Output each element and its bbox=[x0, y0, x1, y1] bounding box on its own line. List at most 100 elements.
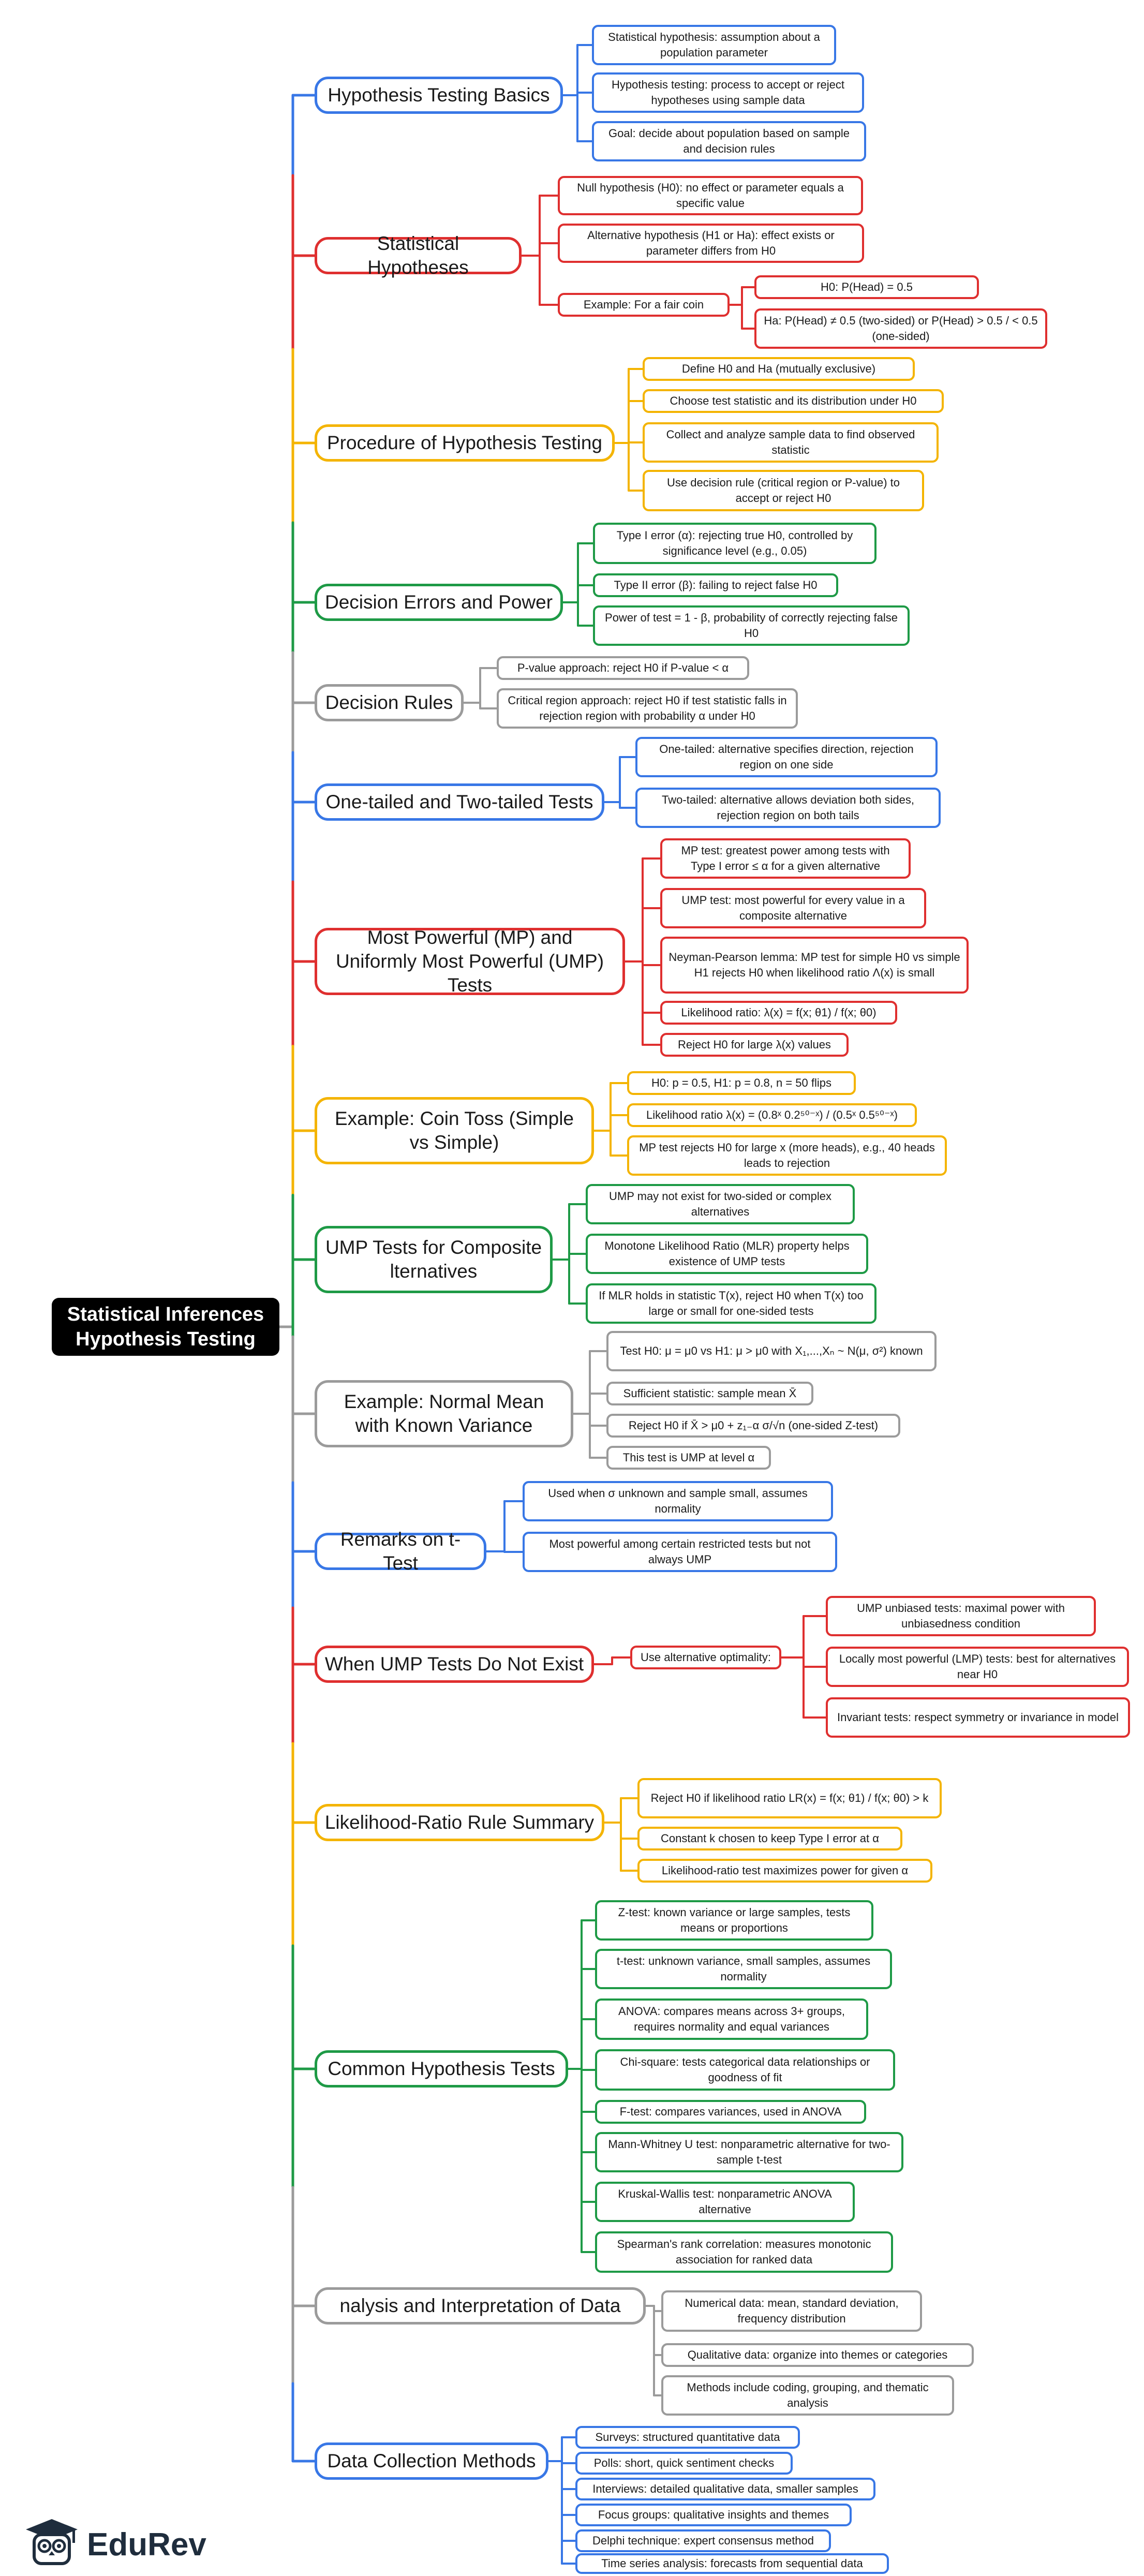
branch-1-leaf-1-label: Alternative hypothesis (H1 or Ha): effec… bbox=[587, 229, 835, 257]
branch-6-leaf-0-label: MP test: greatest power among tests with… bbox=[681, 844, 890, 872]
branch-13-leaf-2: ANOVA: compares means across 3+ groups, … bbox=[595, 1998, 868, 2040]
branch-14-leaf-2: Methods include coding, grouping, and th… bbox=[661, 2375, 954, 2416]
branch-6-leaf-1: UMP test: most powerful for every value … bbox=[660, 888, 926, 928]
branch-15: Data Collection Methods bbox=[315, 2442, 548, 2480]
branch-2-leaf-2: Collect and analyze sample data to find … bbox=[643, 422, 939, 463]
branch-13-leaf-6-label: Kruskal-Wallis test: nonparametric ANOVA… bbox=[618, 2187, 832, 2216]
branch-9-leaf-3: This test is UMP at level α bbox=[606, 1446, 771, 1470]
branch-9-leaf-2: Reject H0 if X̄ > μ0 + z₁₋α σ/√n (one-si… bbox=[606, 1414, 900, 1438]
branch-1-label: Statistical Hypotheses bbox=[367, 233, 469, 278]
branch-15-label: Data Collection Methods bbox=[327, 2450, 536, 2471]
branch-4-leaf-1-label: Critical region approach: reject H0 if t… bbox=[508, 694, 787, 722]
branch-1-leaf-0-label: Null hypothesis (H0): no effect or param… bbox=[577, 181, 844, 210]
branch-14-leaf-0-label: Numerical data: mean, standard deviation… bbox=[685, 2297, 899, 2325]
branch-8-leaf-0-label: UMP may not exist for two-sided or compl… bbox=[609, 1190, 831, 1218]
branch-6-leaf-1-label: UMP test: most powerful for every value … bbox=[681, 894, 905, 922]
branch-11-leaf-0: Use alternative optimality: bbox=[630, 1646, 781, 1669]
branch-6-leaf-2-label: Neyman-Pearson lemma: MP test for simple… bbox=[668, 951, 960, 979]
branch-2-leaf-3: Use decision rule (critical region or P-… bbox=[643, 470, 924, 511]
branch-10-leaf-0-label: Used when σ unknown and sample small, as… bbox=[548, 1487, 808, 1515]
branch-2-leaf-1: Choose test statistic and its distributi… bbox=[643, 389, 944, 413]
branch-5-leaf-1-label: Two-tailed: alternative allows deviation… bbox=[662, 793, 914, 822]
branch-13-leaf-5: Mann-Whitney U test: nonparametric alter… bbox=[595, 2132, 903, 2172]
branch-9-leaf-1: Sufficient statistic: sample mean X̄ bbox=[606, 1382, 813, 1405]
branch-6-leaf-3: Likelihood ratio: λ(x) = f(x; θ1) / f(x;… bbox=[660, 1001, 897, 1025]
branch-11-leaf-0-sub-0: UMP unbiased tests: maximal power with u… bbox=[826, 1596, 1096, 1636]
branch-12-leaf-0: Reject H0 if likelihood ratio LR(x) = f(… bbox=[637, 1778, 942, 1818]
branch-3-leaf-2-label: Power of test = 1 - β, probability of co… bbox=[605, 611, 898, 640]
branch-8: UMP Tests for Composite lternatives bbox=[315, 1226, 553, 1293]
branch-2-leaf-2-label: Collect and analyze sample data to find … bbox=[666, 428, 915, 456]
branch-11: When UMP Tests Do Not Exist bbox=[315, 1646, 594, 1683]
branch-11-leaf-0-sub-1-label: Locally most powerful (LMP) tests: best … bbox=[839, 1652, 1116, 1681]
branch-0-label: Hypothesis Testing Basics bbox=[328, 84, 550, 106]
branch-3-leaf-1-label: Type II error (β): failing to reject fal… bbox=[614, 579, 818, 591]
branch-15-leaf-0: Surveys: structured quantitative data bbox=[575, 2426, 800, 2449]
branch-0-leaf-2-label: Goal: decide about population based on s… bbox=[608, 127, 850, 155]
branch-9-leaf-1-label: Sufficient statistic: sample mean X̄ bbox=[623, 1387, 797, 1400]
branch-7: Example: Coin Toss (Simple vs Simple) bbox=[315, 1097, 594, 1164]
branch-13-label: Common Hypothesis Tests bbox=[328, 2058, 555, 2079]
branch-4: Decision Rules bbox=[315, 684, 464, 721]
branch-0-leaf-0-label: Statistical hypothesis: assumption about… bbox=[608, 31, 820, 59]
branch-12-leaf-2-label: Likelihood-ratio test maximizes power fo… bbox=[661, 1864, 909, 1877]
branch-12-leaf-2: Likelihood-ratio test maximizes power fo… bbox=[637, 1859, 932, 1883]
branch-10-leaf-1-label: Most powerful among certain restricted t… bbox=[549, 1537, 811, 1566]
branch-8-leaf-2: If MLR holds in statistic T(x), reject H… bbox=[586, 1283, 876, 1324]
branch-15-leaf-5: Time series analysis: forecasts from seq… bbox=[575, 2553, 889, 2574]
branch-15-leaf-4-label: Delphi technique: expert consensus metho… bbox=[592, 2534, 814, 2547]
brand-name: EduRev bbox=[87, 2527, 206, 2563]
branch-1-leaf-2-sub-0-label: H0: P(Head) = 0.5 bbox=[821, 280, 913, 293]
branch-8-leaf-0: UMP may not exist for two-sided or compl… bbox=[586, 1184, 855, 1224]
branch-15-leaf-1-label: Polls: short, quick sentiment checks bbox=[593, 2456, 775, 2469]
graduation-cap-owl-icon bbox=[26, 2519, 78, 2565]
branch-1-leaf-1: Alternative hypothesis (H1 or Ha): effec… bbox=[558, 224, 864, 263]
branch-6-leaf-4: Reject H0 for large λ(x) values bbox=[660, 1033, 849, 1057]
branch-15-leaf-2-label: Interviews: detailed qualitative data, s… bbox=[592, 2482, 858, 2495]
branch-8-leaf-1: Monotone Likelihood Ratio (MLR) property… bbox=[586, 1234, 868, 1274]
branch-15-leaf-3: Focus groups: qualitative insights and t… bbox=[575, 2504, 852, 2526]
branch-1-leaf-2-sub-1: Ha: P(Head) ≠ 0.5 (two-sided) or P(Head)… bbox=[754, 308, 1047, 349]
branch-7-leaf-2-label: MP test rejects H0 for large x (more hea… bbox=[639, 1141, 935, 1169]
branch-15-leaf-2: Interviews: detailed qualitative data, s… bbox=[575, 2478, 875, 2500]
branch-9-leaf-2-label: Reject H0 if X̄ > μ0 + z₁₋α σ/√n (one-si… bbox=[628, 1419, 879, 1432]
branch-1-leaf-2-label: Example: For a fair coin bbox=[583, 298, 704, 311]
branch-2-label: Procedure of Hypothesis Testing bbox=[326, 432, 602, 453]
branch-8-leaf-2-label: If MLR holds in statistic T(x), reject H… bbox=[599, 1289, 864, 1317]
branch-12-leaf-0-label: Reject H0 if likelihood ratio LR(x) = f(… bbox=[650, 1792, 929, 1804]
branch-0-leaf-2: Goal: decide about population based on s… bbox=[592, 121, 866, 161]
branch-15-leaf-1: Polls: short, quick sentiment checks bbox=[575, 2452, 793, 2475]
branch-14: nalysis and Interpretation of Data bbox=[315, 2287, 646, 2325]
branch-7-leaf-1-label: Likelihood ratio λ(x) = (0.8ˣ 0.2⁵⁰⁻ˣ) /… bbox=[646, 1108, 898, 1121]
branch-13-leaf-1-label: t-test: unknown variance, small samples,… bbox=[616, 1955, 871, 1983]
root-topic: Statistical Inferences Hypothesis Testin… bbox=[52, 1298, 279, 1356]
branch-5-leaf-1: Two-tailed: alternative allows deviation… bbox=[635, 788, 941, 828]
branch-10-leaf-1: Most powerful among certain restricted t… bbox=[523, 1532, 837, 1572]
branch-2-leaf-0: Define H0 and Ha (mutually exclusive) bbox=[643, 357, 915, 381]
branch-1-leaf-2-sub-0: H0: P(Head) = 0.5 bbox=[754, 275, 979, 299]
branch-13-leaf-0-label: Z-test: known variance or large samples,… bbox=[618, 1906, 851, 1934]
branch-2-leaf-0-label: Define H0 and Ha (mutually exclusive) bbox=[681, 362, 876, 375]
branch-2-leaf-3-label: Use decision rule (critical region or P-… bbox=[667, 476, 900, 505]
branch-9-leaf-0-label: Test H0: μ = μ0 vs H1: μ > μ0 with X₁,..… bbox=[620, 1344, 923, 1357]
branch-11-leaf-0-sub-0-label: UMP unbiased tests: maximal power with u… bbox=[857, 1602, 1065, 1630]
branch-14-leaf-2-label: Methods include coding, grouping, and th… bbox=[687, 2381, 929, 2409]
branch-14-label: nalysis and Interpretation of Data bbox=[339, 2295, 621, 2316]
branch-5: One-tailed and Two-tailed Tests bbox=[315, 783, 604, 821]
branch-7-leaf-0-label: H0: p = 0.5, H1: p = 0.8, n = 50 flips bbox=[651, 1076, 831, 1089]
branch-11-leaf-0-sub-2: Invariant tests: respect symmetry or inv… bbox=[826, 1697, 1130, 1738]
branch-3-leaf-2: Power of test = 1 - β, probability of co… bbox=[593, 605, 910, 646]
branch-6-leaf-2: Neyman-Pearson lemma: MP test for simple… bbox=[660, 937, 969, 994]
branch-6-leaf-3-label: Likelihood ratio: λ(x) = f(x; θ1) / f(x;… bbox=[681, 1006, 876, 1019]
branch-9-leaf-3-label: This test is UMP at level α bbox=[622, 1451, 755, 1464]
branch-12-leaf-1: Constant k chosen to keep Type I error a… bbox=[637, 1827, 902, 1850]
branch-6: Most Powerful (MP) and Uniformly Most Po… bbox=[315, 927, 625, 996]
branch-13-leaf-0: Z-test: known variance or large samples,… bbox=[595, 1900, 873, 1941]
branch-1-leaf-0: Null hypothesis (H0): no effect or param… bbox=[558, 176, 863, 215]
branch-9-leaf-0: Test H0: μ = μ0 vs H1: μ > μ0 with X₁,..… bbox=[606, 1331, 937, 1371]
branch-0-leaf-1-label: Hypothesis testing: process to accept or… bbox=[612, 78, 844, 107]
branch-10: Remarks on t-Test bbox=[315, 1529, 486, 1574]
branch-15-leaf-5-label: Time series analysis: forecasts from seq… bbox=[601, 2557, 863, 2570]
